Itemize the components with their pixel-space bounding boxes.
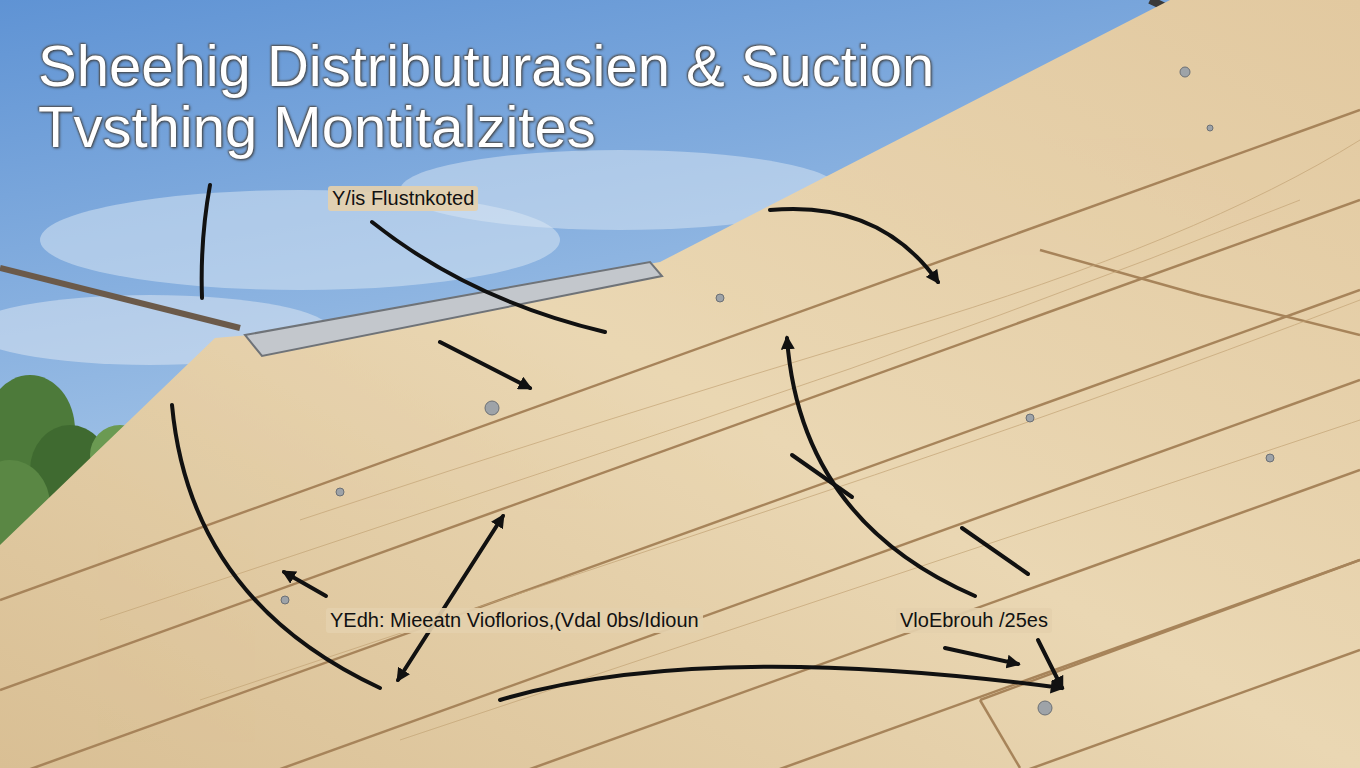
leader-line: [202, 185, 210, 298]
leader-line: [962, 528, 1028, 574]
panel-joint: [980, 700, 1020, 768]
leader-line: [792, 455, 852, 497]
arrow: [1038, 640, 1062, 688]
arrow: [945, 648, 1018, 664]
arrow: [284, 572, 326, 596]
arrows: [172, 185, 1062, 700]
arrow: [770, 209, 938, 282]
title: Sheehig Distributurasien & Suction Tvsth…: [38, 36, 1038, 158]
plank-seams: [0, 110, 1360, 768]
nail: [1266, 454, 1274, 462]
nail: [1038, 701, 1052, 715]
annotation-label: VloEbrouh /25es: [896, 608, 1052, 633]
nail: [1026, 414, 1034, 422]
grain: [200, 300, 1360, 700]
nail: [485, 401, 499, 415]
panel-joint: [1040, 250, 1200, 295]
double-arrow: [398, 516, 503, 680]
arrow: [787, 338, 975, 596]
nail: [281, 596, 289, 604]
plank-seam: [0, 380, 1360, 768]
wood-grain: [100, 140, 1360, 740]
grain: [400, 420, 1360, 740]
plank-seam: [0, 560, 1360, 768]
arrow: [500, 667, 1062, 700]
grain: [100, 200, 1300, 620]
plank-seam: [0, 200, 1360, 690]
nail: [1180, 67, 1190, 77]
nails: [281, 67, 1274, 715]
nail: [1207, 125, 1213, 131]
grain: [300, 140, 1360, 520]
panel-joint: [1200, 295, 1360, 335]
plank-seam: [0, 290, 1360, 768]
arrow: [440, 342, 530, 388]
leader-line: [372, 222, 605, 332]
annotation-label: Y/is Flustnkoted: [328, 186, 478, 211]
leader-line: [172, 405, 380, 688]
plank-seam: [0, 650, 1360, 768]
annotation-label: YEdh: Mieeatn Vioflorios,(Vdal 0bs/Idiou…: [326, 608, 703, 633]
nail: [336, 488, 344, 496]
nail: [716, 294, 724, 302]
